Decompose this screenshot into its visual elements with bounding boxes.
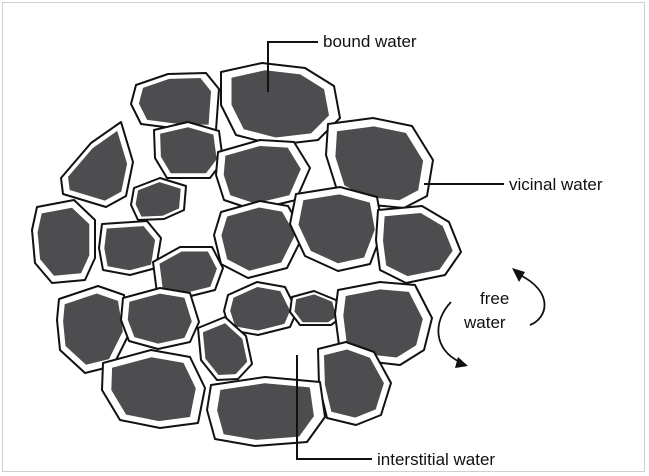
soil-grain [214,201,304,278]
soil-grain [131,178,186,220]
free-water-arrowhead-bottom [455,357,468,368]
soil-grain [121,288,199,349]
grain-particle [160,127,217,173]
soil-grain [99,221,161,275]
free-water-arrowhead-top [512,268,525,282]
grain-particle [104,226,155,270]
grain-particle [217,383,314,440]
free-water-arrow-top [520,275,545,325]
grain-particle [128,294,192,344]
soil-grain [290,291,341,325]
soil-grain [290,187,383,271]
soil-grain [131,73,219,130]
soil-grain [221,63,340,145]
free-water-label-line2: water [464,314,506,331]
free-water-label-line1: free [480,290,509,307]
soil-grain [32,200,95,283]
interstitial-water-label: interstitial water [377,451,495,468]
grain-particle [38,208,90,276]
grain-group [32,63,461,446]
soil-grain [376,206,461,283]
soil-grain [207,377,325,446]
bound-water-label: bound water [323,33,417,50]
soil-grain [154,122,223,178]
grain-particle [224,146,301,203]
soil-grain [61,122,133,207]
soil-grain [102,350,205,428]
vicinal-water-label: vicinal water [509,176,603,193]
free-water-arrow-bottom [438,302,460,362]
